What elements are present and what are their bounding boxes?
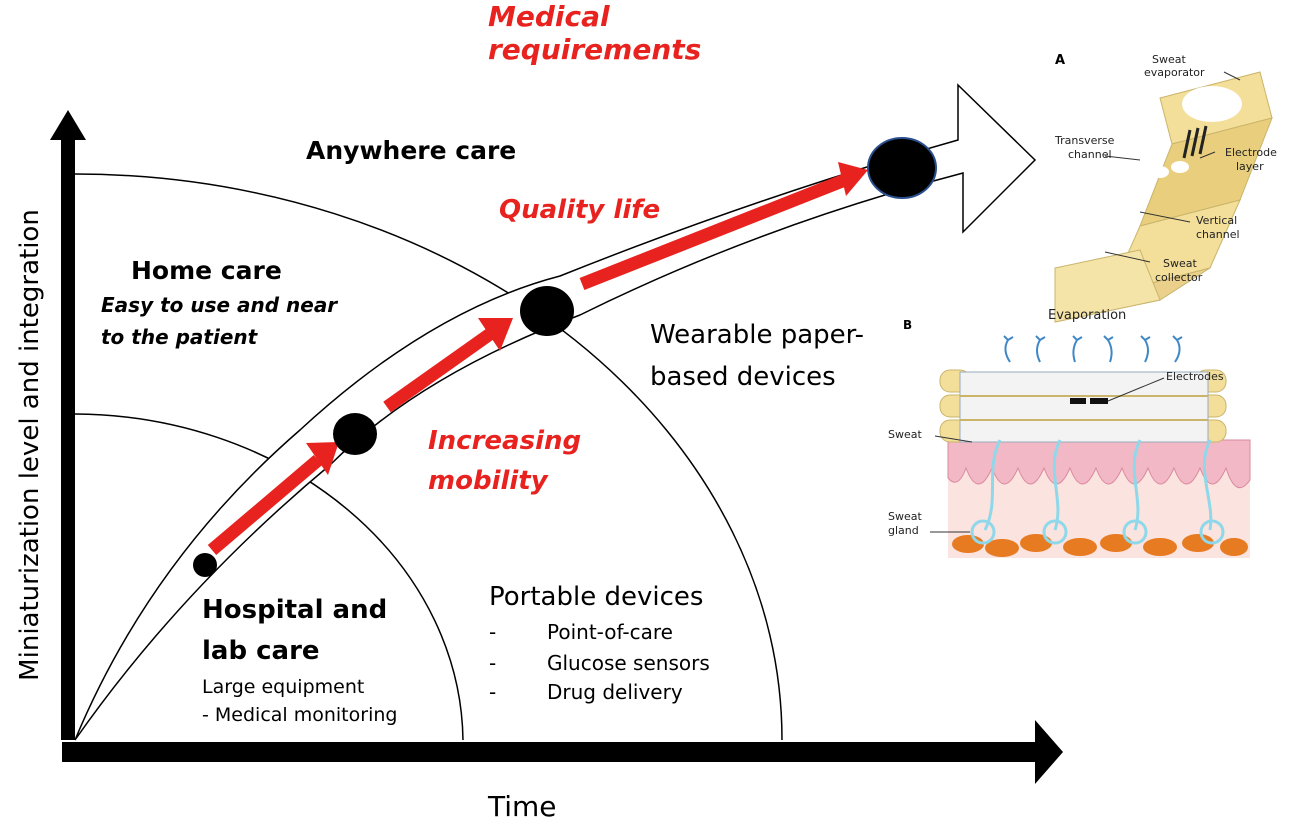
quality-life-label: Quality life <box>499 195 661 225</box>
sweat-gland-label-1: Sweat <box>888 510 922 523</box>
wearable-label-1: Wearable paper- <box>650 320 865 350</box>
transverse-channel-label-1: Transverse <box>1055 134 1115 147</box>
medical-requirements-word-1: Medical <box>488 0 610 33</box>
x-axis-label: Time <box>488 790 557 823</box>
electrode-layer-label-2: layer <box>1236 160 1264 173</box>
portable-item-3: Drug delivery <box>547 680 683 704</box>
milestone-dot-3 <box>520 286 574 336</box>
electrodes-label: Electrodes <box>1166 370 1224 383</box>
sweat-collector-label-1: Sweat <box>1163 257 1197 270</box>
inset-b-cross-section <box>930 335 1251 558</box>
portable-zone-boundary <box>74 173 783 741</box>
portable-bullet-1: - <box>489 620 497 644</box>
portable-devices-title: Portable devices <box>489 582 704 612</box>
vertical-channel-label-1: Vertical <box>1196 214 1238 227</box>
inset-a-letter: A <box>1055 53 1066 68</box>
milestone-dot-2 <box>333 413 377 455</box>
home-care-subtitle-2: to the patient <box>101 325 258 349</box>
x-axis-arrowhead <box>1035 720 1063 784</box>
sweat-evaporator-label-1: Sweat <box>1152 53 1186 66</box>
home-care-subtitle-1: Easy to use and near <box>101 293 338 317</box>
sweat-label: Sweat <box>888 428 922 441</box>
milestone-dot-4 <box>867 137 937 199</box>
y-axis-arrowhead <box>50 110 86 140</box>
anywhere-care-label: Anywhere care <box>306 136 517 165</box>
increasing-mobility-line-2: mobility <box>428 466 548 496</box>
portable-item-2: Glucose sensors <box>547 651 710 675</box>
hospital-zone-boundary <box>74 413 464 741</box>
red-arrow-2 <box>383 318 513 413</box>
hospital-care-line-1: Hospital and <box>202 595 388 625</box>
sweat-evaporator-label-2: evaporator <box>1144 66 1205 79</box>
inset-b-letter: B <box>903 318 913 332</box>
increasing-mobility-line-1: Increasing <box>428 426 582 456</box>
electrode-layer-label-1: Electrode <box>1225 146 1277 159</box>
milestone-dot-1 <box>193 553 217 577</box>
inset-a-device <box>1054 71 1273 323</box>
y-axis-label: Miniaturization level and integration <box>15 209 45 681</box>
portable-bullet-2: - <box>489 651 497 675</box>
hospital-care-line-2: lab care <box>202 636 320 666</box>
medical-monitoring-label: - Medical monitoring <box>202 704 398 726</box>
sweat-collector-label-2: collector <box>1155 271 1203 284</box>
vertical-channel-label-2: channel <box>1196 228 1240 241</box>
red-arrow-3 <box>579 162 868 291</box>
sweat-gland-label-2: gland <box>888 524 919 537</box>
evaporation-label: Evaporation <box>1048 308 1127 323</box>
medical-requirements-word-2: requirements <box>488 33 702 66</box>
home-care-title: Home care <box>131 256 282 285</box>
wearable-label-2: based devices <box>650 362 836 392</box>
large-equipment-label: Large equipment <box>202 676 365 698</box>
red-arrow-1 <box>207 442 339 555</box>
portable-bullet-3: - <box>489 680 497 704</box>
portable-item-1: Point-of-care <box>547 620 673 644</box>
transverse-channel-label-2: channel <box>1068 148 1112 161</box>
